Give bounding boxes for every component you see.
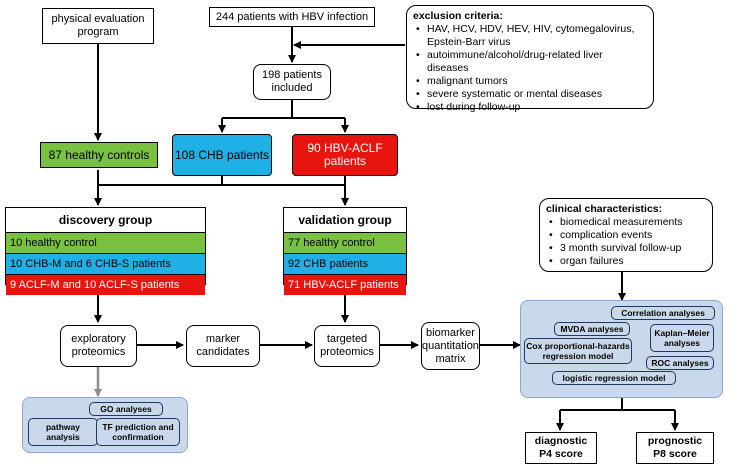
clinical-list: biomedical measurements complication eve… xyxy=(546,216,706,268)
tf-prediction-chip: TF prediction and confirmation xyxy=(96,418,180,446)
clinical-item: 3 month survival follow-up xyxy=(549,242,706,255)
validation-row-healthy: 77 healthy control xyxy=(284,232,406,253)
prognostic-score-box: prognostic P8 score xyxy=(636,432,714,464)
discovery-row-chb: 10 CHB-M and 6 CHB-S patients xyxy=(6,253,205,274)
clinical-item: organ failures xyxy=(549,255,706,268)
marker-candidates-box: marker candidates xyxy=(186,325,260,367)
exclusion-item: severe systematic or mental diseases xyxy=(416,88,647,101)
clinical-title: clinical characteristics: xyxy=(546,203,663,215)
diagnostic-score-box: diagnostic P4 score xyxy=(525,432,597,464)
exclusion-item: lost during follow-up xyxy=(416,101,647,114)
logistic-regression-chip: logistic regression model xyxy=(552,371,676,385)
hbv-aclf-patients-box: 90 HBV-ACLF patients xyxy=(292,134,398,176)
cox-regression-chip: Cox proportional-hazards regression mode… xyxy=(524,338,632,364)
exclusion-list: HAV, HCV, HDV, HEV, HIV, cytomegalovirus… xyxy=(413,23,647,114)
validation-row-chb: 92 CHB patients xyxy=(284,253,406,274)
exclusion-item: HAV, HCV, HDV, HEV, HIV, cytomegalovirus… xyxy=(416,23,647,49)
mvda-analyses-chip: MVDA analyses xyxy=(554,322,630,336)
go-analyses-chip: GO analyses xyxy=(89,402,163,416)
roc-analyses-chip: ROC analyses xyxy=(646,356,714,370)
discovery-row-aclf: 9 ACLF-M and 10 ACLF-S patients xyxy=(6,274,205,295)
targeted-proteomics-box: targeted proteomics xyxy=(314,325,380,367)
clinical-characteristics-box: clinical characteristics: biomedical mea… xyxy=(539,198,713,272)
validation-group: validation group 77 healthy control 92 C… xyxy=(283,207,407,295)
clinical-item: biomedical measurements xyxy=(549,216,706,229)
exclusion-item: malignant tumors xyxy=(416,75,647,88)
patients-198-box: 198 patients included xyxy=(253,64,331,100)
exploratory-proteomics-box: exploratory proteomics xyxy=(60,325,137,367)
healthy-controls-box: 87 healthy controls xyxy=(40,142,158,168)
exclusion-title: exclusion criteria: xyxy=(413,10,503,22)
physical-evaluation-box: physical evaluation program xyxy=(42,8,154,44)
prognostic-score-label: P8 score xyxy=(653,448,697,460)
exclusion-criteria-box: exclusion criteria: HAV, HCV, HDV, HEV, … xyxy=(406,5,654,114)
correlation-analyses-chip: Correlation analyses xyxy=(611,306,715,320)
pathway-analysis-chip: pathway analysis xyxy=(28,418,98,446)
clinical-item: complication events xyxy=(549,229,706,242)
diagnostic-score-label: P4 score xyxy=(539,448,583,460)
discovery-group: discovery group 10 healthy control 10 CH… xyxy=(5,207,206,295)
diagnostic-label: diagnostic xyxy=(534,435,588,447)
prognostic-label: prognostic xyxy=(647,435,703,447)
chb-patients-box: 108 CHB patients xyxy=(172,134,272,176)
biomarker-matrix-box: biomarker quantitation matrix xyxy=(421,322,480,370)
discovery-row-healthy: 10 healthy control xyxy=(6,232,205,253)
validation-group-title: validation group xyxy=(298,213,392,227)
validation-row-aclf: 71 HBV-ACLF patients xyxy=(284,274,406,295)
exclusion-item: autoimmune/alcohol/drug-related liver di… xyxy=(416,49,647,75)
kaplan-meier-chip: Kaplan–Meier analyses xyxy=(650,324,714,352)
discovery-group-title: discovery group xyxy=(58,213,153,227)
patients-244-box: 244 patients with HBV infection xyxy=(209,7,375,27)
